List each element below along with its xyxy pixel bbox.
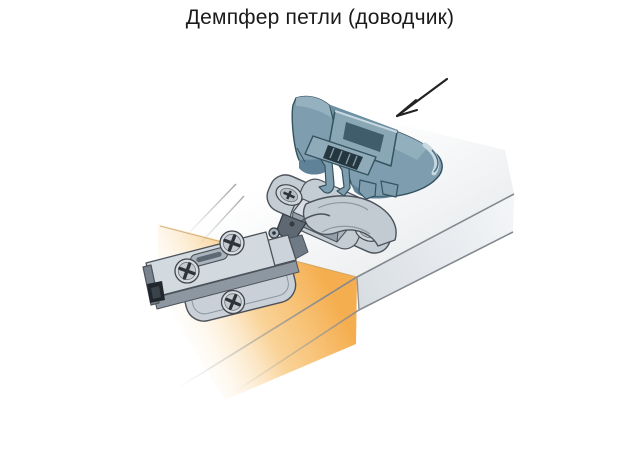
arm-end-cap <box>142 264 165 306</box>
flange-screw <box>220 289 246 315</box>
damper-left-wing-top <box>296 96 332 118</box>
damper-piston-platform <box>304 135 377 176</box>
panel-ghost-line-1 <box>185 183 237 237</box>
damper-foot-2 <box>336 163 351 197</box>
arrow-icon <box>395 77 449 118</box>
arrow-head-barb-2 <box>396 109 418 117</box>
scoop-contour-1 <box>317 202 369 211</box>
panel-ghost-line-2 <box>195 195 245 249</box>
scoop-contour-2 <box>321 225 371 235</box>
damper-foot-4 <box>380 180 399 198</box>
hinge-arm-scoop <box>302 195 397 247</box>
hinge <box>142 174 397 322</box>
damper-left-wing-bottom <box>299 159 329 175</box>
page-title: Демпфер петли (доводчик) <box>185 6 455 29</box>
damper <box>291 95 443 200</box>
panel-corner-edge <box>356 276 360 311</box>
damper-foot-1 <box>318 157 335 194</box>
damper-foot-3 <box>358 179 377 200</box>
damper-loop-hole <box>343 122 384 152</box>
damper-left-notch <box>296 147 306 163</box>
arrow-head-barb-1 <box>396 99 417 117</box>
panel-front-face <box>357 194 514 310</box>
hinge-pivot-3 <box>289 221 295 227</box>
plate-screw-left <box>275 184 303 206</box>
arm-screw-2 <box>174 258 200 284</box>
hinge-link <box>299 213 331 223</box>
damper-edge-shade <box>431 149 439 173</box>
hinge-pivot-1 <box>268 227 280 239</box>
damper-loop-bracket <box>328 110 398 167</box>
arm-screw-1 <box>219 230 245 256</box>
